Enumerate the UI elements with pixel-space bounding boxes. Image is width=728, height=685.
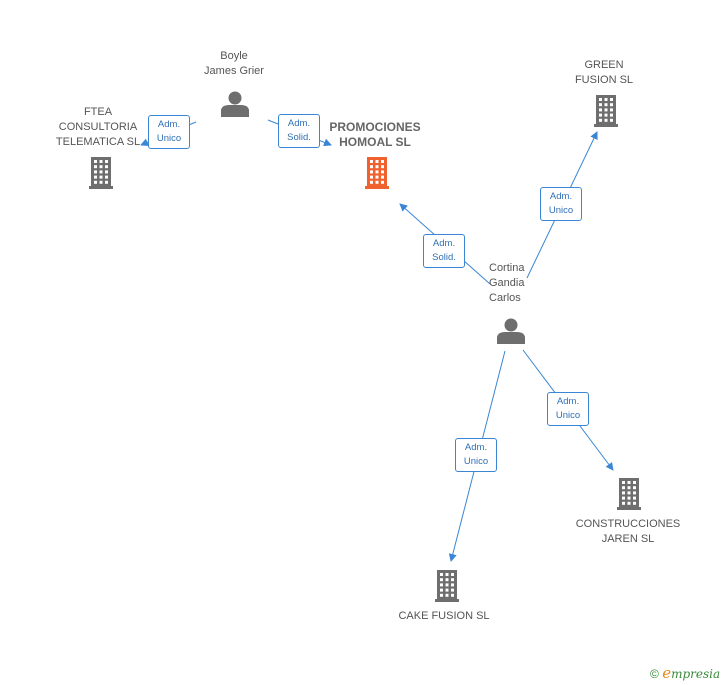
edge-role-line: Unico: [156, 133, 182, 144]
edge-role-line: Adm.: [549, 191, 573, 202]
edge-role-line: Adm.: [287, 118, 311, 129]
person-icon-cortina[interactable]: [497, 318, 525, 345]
edge-role-line: Adm.: [556, 396, 580, 407]
node-label-construcciones[interactable]: CONSTRUCCIONES JAREN SL: [573, 517, 683, 547]
node-label-line: Carlos: [489, 292, 521, 304]
node-label-line: Boyle: [220, 50, 248, 62]
node-label-line: JAREN SL: [601, 533, 655, 545]
node-label-cake[interactable]: CAKE FUSION SL: [389, 609, 499, 624]
node-label-line: Cortina: [489, 262, 525, 274]
node-label-ftea[interactable]: FTEA CONSULTORIA TELEMATICA SL: [46, 105, 150, 150]
building-icon-promociones[interactable]: [365, 157, 389, 189]
node-label-green[interactable]: GREEN FUSION SL: [560, 58, 648, 88]
edge-role-line: Adm.: [464, 442, 488, 453]
node-label-line: CONSTRUCCIONES: [575, 518, 681, 530]
building-icon-cake[interactable]: [435, 570, 459, 602]
edge-role-line: Unico: [548, 205, 574, 216]
building-icon-construcciones[interactable]: [617, 478, 641, 510]
node-label-line: TELEMATICA SL: [55, 136, 141, 148]
edge-badge-boyle-promociones[interactable]: Adm. Solid.: [278, 114, 320, 148]
edge-badge-cortina-green[interactable]: Adm. Unico: [540, 187, 582, 221]
node-label-line: CAKE FUSION SL: [398, 610, 490, 622]
edge-badge-cortina-cake[interactable]: Adm. Unico: [455, 438, 497, 472]
edge-badge-cortina-construcciones[interactable]: Adm. Unico: [547, 392, 589, 426]
brand-name: empresia: [662, 664, 721, 682]
node-label-promociones[interactable]: PROMOCIONES HOMOAL SL: [320, 120, 430, 150]
person-icon-boyle[interactable]: [221, 91, 249, 118]
node-label-line: James Grier: [204, 65, 264, 77]
edge-role-line: Solid.: [432, 252, 456, 263]
node-label-boyle[interactable]: Boyle James Grier: [186, 49, 282, 79]
node-label-line: PROMOCIONES: [329, 120, 421, 134]
edge-role-line: Unico: [555, 410, 581, 421]
edge-role-line: Solid.: [287, 132, 311, 143]
node-label-line: CONSULTORIA: [58, 121, 138, 133]
copyright-icon: ©: [650, 667, 659, 681]
node-label-line: FUSION SL: [574, 74, 634, 86]
building-icon-ftea[interactable]: [89, 157, 113, 189]
node-label-line: HOMOAL SL: [339, 135, 411, 149]
node-label-line: FTEA: [83, 106, 113, 118]
edge-badge-boyle-ftea[interactable]: Adm. Unico: [148, 115, 190, 149]
edge-role-line: Adm.: [157, 119, 181, 130]
building-icon-green[interactable]: [594, 95, 618, 127]
edge-badge-cortina-promociones[interactable]: Adm. Solid.: [423, 234, 465, 268]
empresia-logo: © empresia: [650, 664, 720, 682]
node-label-line: GREEN: [584, 59, 624, 71]
node-label-line: Gandia: [489, 277, 525, 289]
node-label-cortina[interactable]: Cortina Gandia Carlos: [489, 261, 549, 306]
edge-role-line: Unico: [463, 456, 489, 467]
edge-role-line: Adm.: [432, 238, 456, 249]
